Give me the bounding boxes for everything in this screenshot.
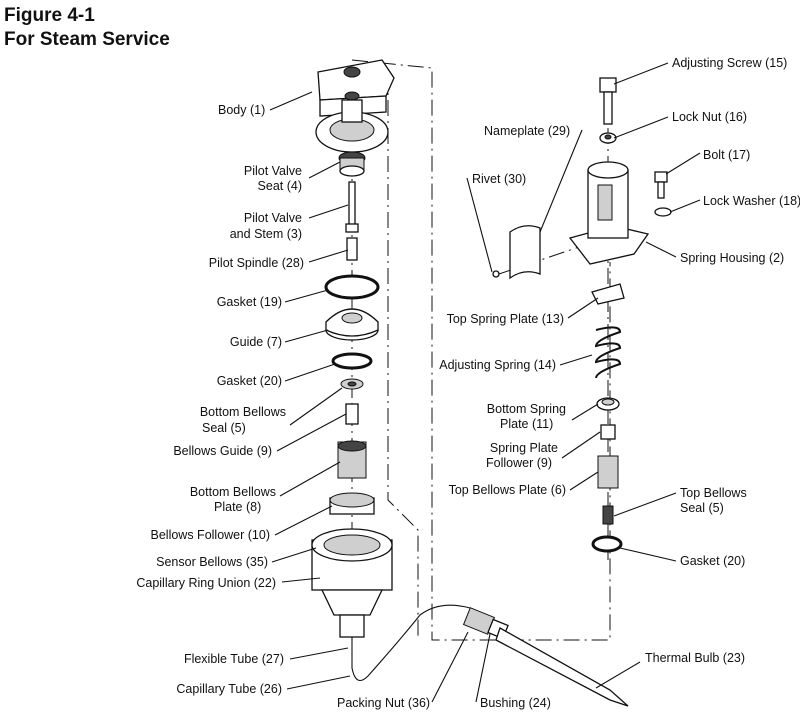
label-guide: Guide (7) xyxy=(229,335,282,349)
lock-nut-part xyxy=(599,132,617,144)
top-bellows-plate-part xyxy=(597,455,619,489)
label-flexible-tube: Flexible Tube (27) xyxy=(183,652,284,666)
body-part xyxy=(315,59,395,153)
adjusting-screw-part xyxy=(599,77,617,125)
flexible-tube-part xyxy=(351,604,471,682)
capillary-ring-union-part xyxy=(320,589,384,638)
label-nameplate: Nameplate (29) xyxy=(484,124,571,138)
label-lock-nut: Lock Nut (16) xyxy=(672,110,748,124)
label-adjusting-screw: Adjusting Screw (15) xyxy=(672,56,788,70)
label-rivet: Rivet (30) xyxy=(472,172,527,186)
label-gasket-20-right: Gasket (20) xyxy=(680,554,746,568)
label-top-bellows-seal-line1: Top Bellows xyxy=(680,486,747,500)
label-bottom-bellows-seal-line2: Seal (5) xyxy=(202,421,246,435)
label-body: Body (1) xyxy=(218,103,266,117)
label-pilot-valve-seat-line1: Pilot Valve xyxy=(243,164,302,178)
bolt-part xyxy=(654,171,668,199)
label-pilot-valve-seat-line2: Seat (4) xyxy=(257,179,302,193)
pilot-spindle-part xyxy=(346,237,358,261)
label-bolt: Bolt (17) xyxy=(703,148,751,162)
gasket-20-right-part xyxy=(591,535,623,553)
guide-part xyxy=(325,308,379,341)
label-gasket-20-left: Gasket (20) xyxy=(216,374,282,388)
label-pilot-valve-stem-line2: and Stem (3) xyxy=(229,227,302,241)
label-bottom-spring-plate-line1: Bottom Spring xyxy=(486,402,566,416)
label-bushing: Bushing (24) xyxy=(480,696,551,710)
label-spring-plate-follower-line2: Follower (9) xyxy=(486,456,552,470)
lock-washer-part xyxy=(654,207,672,217)
label-bellows-follower: Bellows Follower (10) xyxy=(150,528,270,542)
top-spring-plate-part xyxy=(591,283,625,305)
pilot-valve-seat-part xyxy=(338,151,366,177)
label-capillary-tube: Capillary Tube (26) xyxy=(176,682,282,696)
assembly-path-right xyxy=(387,72,419,640)
gasket-20-left-part xyxy=(331,352,373,370)
label-bottom-bellows-plate-line1: Bottom Bellows xyxy=(189,485,276,499)
label-capillary-ring-union: Capillary Ring Union (22) xyxy=(136,576,276,590)
label-top-bellows-plate: Top Bellows Plate (6) xyxy=(448,483,566,497)
bottom-bellows-plate-part xyxy=(337,440,367,479)
bellows-follower-part xyxy=(329,492,375,515)
label-bellows-guide: Bellows Guide (9) xyxy=(173,444,272,458)
label-top-bellows-seal-line2: Seal (5) xyxy=(680,501,724,515)
bottom-spring-plate-part xyxy=(596,397,620,411)
label-sensor-bellows: Sensor Bellows (35) xyxy=(156,555,268,569)
thermal-bulb-part xyxy=(495,627,629,707)
nameplate-part xyxy=(509,225,541,280)
label-gasket-19: Gasket (19) xyxy=(216,295,282,309)
label-bottom-bellows-seal-line1: Bottom Bellows xyxy=(199,405,286,419)
label-spring-housing: Spring Housing (2) xyxy=(680,251,785,265)
label-lock-washer: Lock Washer (18) xyxy=(703,194,800,208)
label-bottom-bellows-plate-line2: Plate (8) xyxy=(214,500,262,514)
figure-subtitle: For Steam Service xyxy=(4,29,170,50)
adjusting-spring-part xyxy=(594,326,622,379)
label-pilot-valve-stem-line1: Pilot Valve xyxy=(243,211,302,225)
label-adjusting-spring: Adjusting Spring (14) xyxy=(439,358,556,372)
bellows-guide-part xyxy=(345,403,359,425)
label-packing-nut: Packing Nut (36) xyxy=(337,696,431,710)
label-thermal-bulb: Thermal Bulb (23) xyxy=(645,651,746,665)
rivet-part xyxy=(492,270,500,278)
label-top-spring-plate: Top Spring Plate (13) xyxy=(446,312,564,326)
spring-housing-part xyxy=(568,161,650,265)
label-spring-plate-follower-line1: Spring Plate xyxy=(489,441,558,455)
pilot-valve-stem-part xyxy=(345,181,359,233)
sensor-bellows-part xyxy=(311,528,393,591)
label-pilot-spindle: Pilot Spindle (28) xyxy=(208,256,304,270)
figure-number: Figure 4-1 xyxy=(4,5,95,26)
bottom-bellows-seal-part xyxy=(340,378,364,390)
leader-lines xyxy=(269,62,701,703)
gasket-19-part xyxy=(324,274,380,300)
label-bottom-spring-plate-line2: Plate (11) xyxy=(500,417,554,431)
spring-plate-follower-part xyxy=(600,424,616,440)
top-bellows-seal-part xyxy=(602,505,614,525)
